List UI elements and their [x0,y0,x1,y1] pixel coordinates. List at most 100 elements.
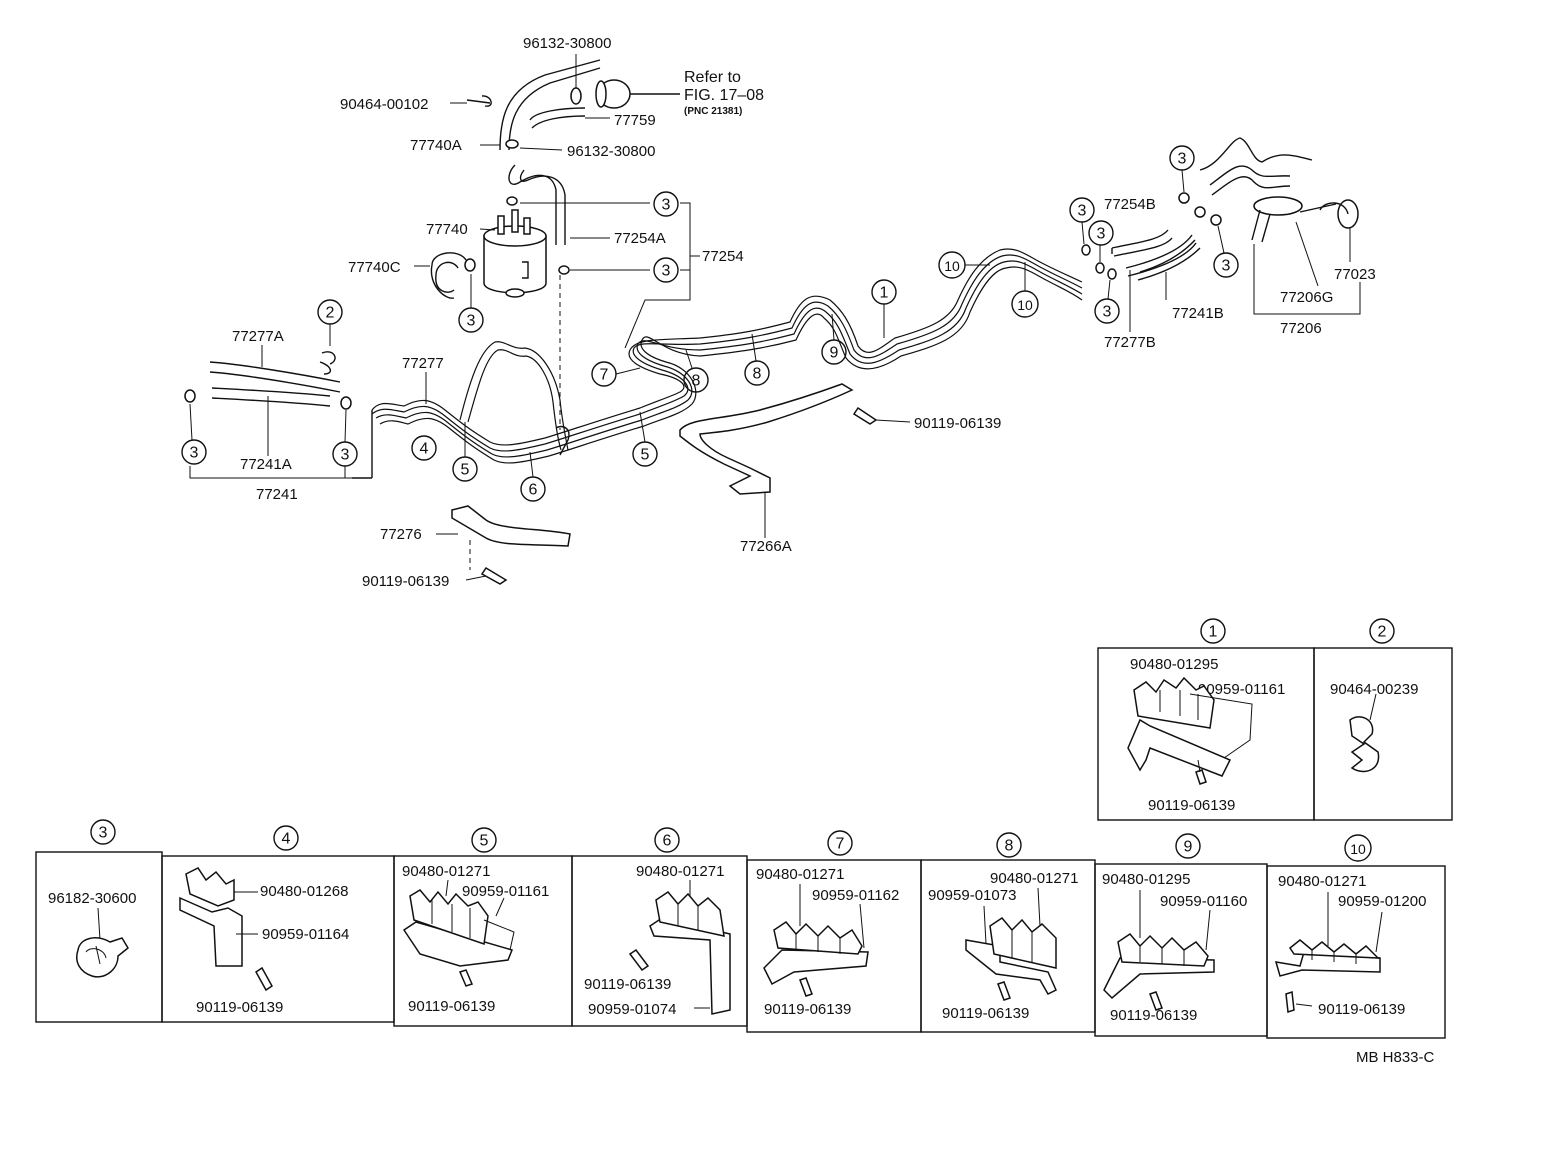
label-77206G: 77206G [1280,289,1333,306]
svg-text:7: 7 [836,836,845,853]
label-90464-00102: 90464-00102 [340,96,428,113]
d4-label-b: 90959-01164 [262,926,349,943]
d7-label-c: 90119-06139 [764,1001,851,1018]
callout-3-c: 3 [458,307,484,333]
callout-3-j: 3 [1213,252,1239,278]
label-77277B: 77277B [1104,334,1156,351]
detail-4-header: 4 [273,825,299,851]
label-77277: 77277 [402,355,444,372]
label-77277A: 77277A [232,328,284,345]
label-77740: 77740 [426,221,468,238]
d9-clamp-icon [1103,890,1215,1011]
label-77266A: 77266A [740,538,792,555]
callout-7: 7 [591,361,617,387]
svg-text:8: 8 [692,373,701,390]
d5-label-b: 90959-01161 [462,883,549,900]
callout-10-b: 10 [1011,290,1039,318]
label-77241B: 77241B [1172,305,1224,322]
svg-text:3: 3 [341,447,350,464]
d9-label-c: 90119-06139 [1110,1007,1197,1024]
d8-clamp-icon [965,887,1057,1001]
callout-3-g: 3 [1088,220,1114,246]
d10-label-b: 90959-01200 [1338,893,1426,910]
callout-markers: 2 3 3 3 3 3 4 5 6 5 7 8 8 9 1 10 10 3 3 … [181,145,1239,502]
callout-10-a: 10 [938,251,966,279]
detail-2-header: 2 [1369,618,1395,644]
d8-label-b: 90959-01073 [928,887,1016,904]
svg-text:8: 8 [1005,838,1014,855]
svg-text:3: 3 [190,445,199,462]
d5-label-c: 90119-06139 [408,998,495,1015]
svg-text:3: 3 [1078,203,1087,220]
callout-6: 6 [520,476,546,502]
svg-text:3: 3 [1103,304,1112,321]
svg-text:3: 3 [1097,226,1106,243]
callout-9: 9 [821,339,847,365]
d7-label-b: 90959-01162 [812,887,899,904]
vapor-hose-assembly [466,59,680,245]
label-pnc: (PNC 21381) [684,106,742,117]
callout-4: 4 [411,435,437,461]
svg-text:10: 10 [1350,841,1366,857]
diagram-code: MB H833-C [1356,1049,1435,1066]
right-hose-assembly [1081,137,1359,281]
d6-label-b: 90119-06139 [584,976,671,993]
svg-text:4: 4 [420,441,429,458]
svg-text:5: 5 [461,462,470,479]
d7-label-a: 90480-01271 [756,866,844,883]
d10-clamp-icon [1274,892,1383,1014]
d10-label-c: 90119-06139 [1318,1001,1405,1018]
svg-text:10: 10 [944,258,960,274]
svg-text:3: 3 [662,197,671,214]
callout-8-a: 8 [683,367,709,393]
d1-label-b: 90959-01161 [1198,681,1285,698]
svg-text:5: 5 [641,447,650,464]
callout-8-b: 8 [744,360,770,386]
svg-text:3: 3 [1222,258,1231,275]
detail-panels-lower: 3 4 5 6 7 8 9 10 96182-30600 90480-01268… [35,819,1446,1039]
d1-clamp-icon [1127,676,1253,785]
charcoal-canister [430,196,570,430]
label-96132-30800-a: 96132-30800 [523,35,611,52]
svg-text:6: 6 [529,482,538,499]
label-96132-30800-b: 96132-30800 [567,143,655,160]
callout-2-a: 2 [317,299,343,325]
callout-3-d: 3 [181,439,207,465]
callout-3-i: 3 [1169,145,1195,171]
svg-text:3: 3 [1178,151,1187,168]
d3-clamp-icon [76,937,129,978]
svg-text:6: 6 [663,833,672,850]
svg-text:9: 9 [830,345,839,362]
svg-text:3: 3 [662,263,671,280]
d9-label-b: 90959-01160 [1160,893,1247,910]
svg-text:1: 1 [880,285,889,302]
detail-panels-upper: 1 2 90480-01295 90959-01161 90119-06139 … [1097,618,1453,821]
callout-3-e: 3 [332,441,358,467]
svg-text:3: 3 [467,313,476,330]
d9-label-a: 90480-01295 [1102,871,1190,888]
label-77254: 77254 [702,248,744,265]
svg-text:5: 5 [480,833,489,850]
detail-6-header: 6 [654,827,680,853]
d6-label-c: 90959-01074 [588,1001,676,1018]
svg-text:9: 9 [1184,839,1193,856]
d4-clamp-icon [179,867,273,992]
d8-label-c: 90119-06139 [942,1005,1029,1022]
svg-text:3: 3 [99,825,108,842]
label-77241A: 77241A [240,456,292,473]
label-77254A: 77254A [614,230,666,247]
d4-label-c: 90119-06139 [196,999,283,1016]
fuel-pipe-bundle [352,248,1083,479]
detail-5-header: 5 [471,827,497,853]
label-77740C: 77740C [348,259,401,276]
label-77276: 77276 [380,526,422,543]
svg-text:1: 1 [1209,624,1218,641]
label-refer-to: Refer to [684,69,741,86]
label-90119-06139-a: 90119-06139 [362,573,449,590]
callout-3-a: 3 [653,191,679,217]
callout-5-a: 5 [452,456,478,482]
label-77254B: 77254B [1104,196,1156,213]
brackets [451,383,878,585]
d1-label-c: 90119-06139 [1148,797,1235,814]
